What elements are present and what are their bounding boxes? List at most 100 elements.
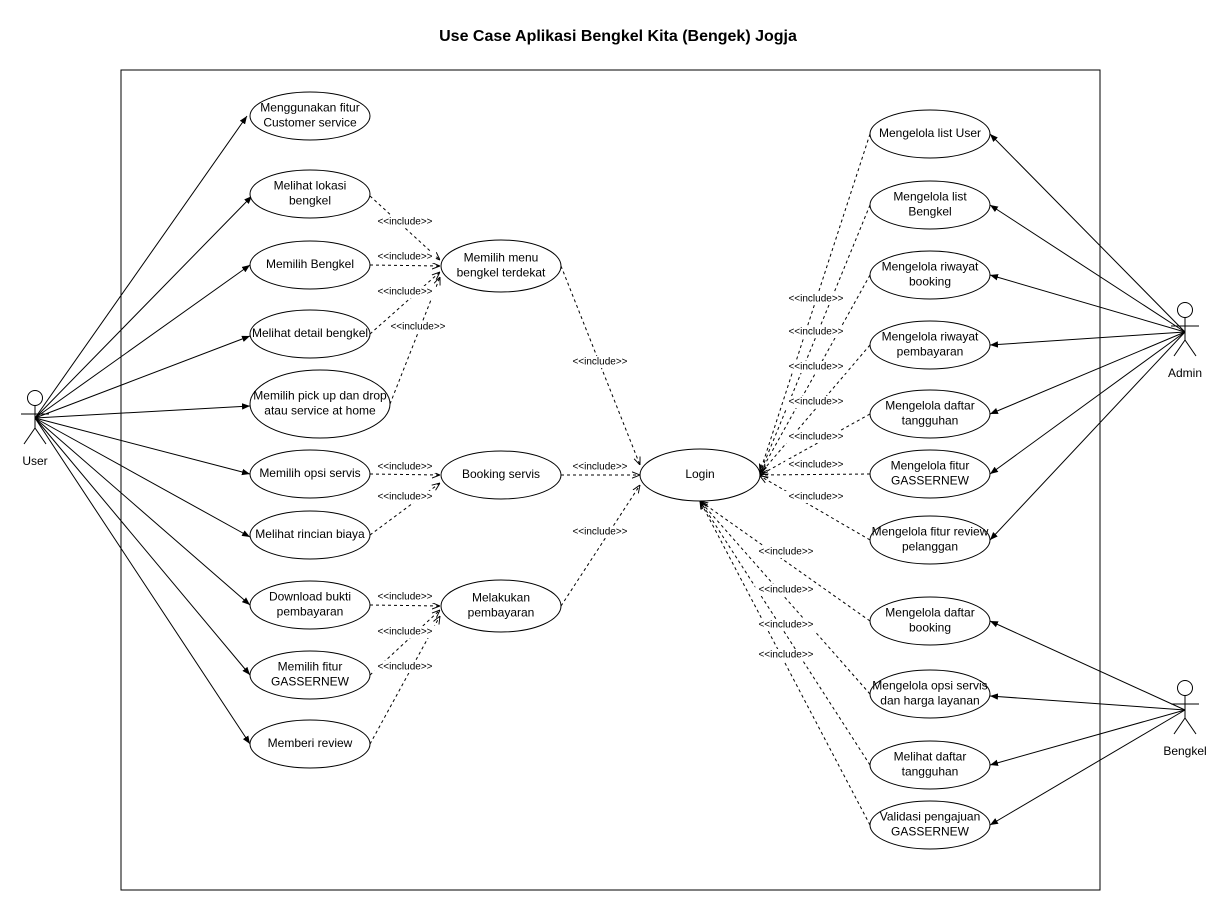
use-case-label: Memilih menu (464, 251, 539, 265)
use-case-label: Mengelola daftar (885, 399, 974, 413)
include-edge-a_gasser-login (760, 474, 871, 475)
use-case-opsi[interactable]: Memilih opsi servis (249, 449, 371, 499)
use-case-label: bengkel (289, 194, 331, 208)
use-case-ellipse (869, 389, 991, 439)
include-label-bg (374, 251, 436, 263)
include-edge-a_rbayar-login (760, 344, 871, 474)
use-case-label: Mengelola fitur review (872, 525, 989, 539)
association-user-cs (34, 115, 248, 419)
use-case-ellipse (869, 180, 991, 230)
use-case-label: Mengelola riwayat (882, 260, 979, 274)
include-label-bg (374, 461, 436, 473)
use-case-label: Mengelola daftar (885, 606, 974, 620)
include-label-bg (755, 619, 817, 631)
use-case-ellipse (869, 596, 991, 646)
use-case-ellipse (869, 109, 991, 159)
actor-body-icon (1173, 339, 1186, 357)
include-edge-a_user-login (760, 133, 871, 472)
use-case-label: Login (685, 467, 714, 481)
use-case-ellipse (249, 91, 371, 141)
use-case-label: GASSERNEW (891, 825, 970, 839)
use-case-login[interactable]: Login (639, 448, 761, 502)
use-case-label: booking (909, 621, 951, 635)
actor-head-icon (27, 390, 43, 406)
use-case-label: Memilih Bengkel (266, 257, 354, 271)
use-case-label: Memberi review (268, 736, 353, 750)
include-edge-pilih-menu (369, 265, 440, 266)
use-case-ellipse (639, 448, 761, 502)
include-label-a_gasser-login: <<include>> (788, 460, 843, 471)
association-admin-a_rbook (989, 274, 1186, 333)
association-bengkel-b_validasi (989, 709, 1186, 826)
use-case-ellipse (249, 449, 371, 499)
actor-bengkel[interactable]: Bengkel (1163, 680, 1207, 759)
include-label-a_rbook-login: <<include>> (788, 362, 843, 373)
include-label-gasser-bayar: <<include>> (377, 627, 432, 638)
use-case-ellipse (249, 309, 371, 359)
include-label-pickup-menu: <<include>> (390, 322, 445, 333)
use-case-detail[interactable]: Melihat detail bengkel (249, 309, 371, 359)
actor-admin[interactable]: Admin (1168, 302, 1202, 381)
include-label-detail-menu: <<include>> (377, 287, 432, 298)
include-label-bg (374, 216, 436, 228)
use-case-label: Booking servis (462, 467, 540, 481)
actor-body-icon (23, 427, 36, 445)
use-case-ellipse (869, 250, 991, 300)
include-label-bg (755, 546, 817, 558)
use-case-ellipse (249, 169, 371, 219)
use-case-label: Mengelola list User (879, 126, 981, 140)
association-admin-a_bengkel (989, 204, 1186, 333)
include-label-bg (374, 661, 436, 673)
include-label-pilih-menu: <<include>> (377, 252, 432, 263)
include-label-bg (569, 356, 631, 368)
include-label-b_opsi-login: <<include>> (758, 585, 813, 596)
use-case-label: GASSERNEW (271, 675, 350, 689)
association-admin-a_tangguh (989, 331, 1186, 415)
association-bengkel-b_tangguh (989, 709, 1186, 766)
use-case-label: Bengkel (908, 205, 951, 219)
use-case-a_user[interactable]: Mengelola list User (869, 109, 991, 159)
actor-user[interactable]: User (21, 390, 49, 469)
use-case-ellipse (249, 650, 371, 700)
use-case-label: Melihat lokasi (274, 179, 347, 193)
use-case-ellipse (869, 800, 991, 850)
use-case-label: tangguhan (902, 765, 959, 779)
use-case-label: Mengelola fitur (891, 459, 970, 473)
actor-label: Admin (1168, 366, 1202, 380)
include-label-bg (387, 321, 449, 333)
use-case-label: dan harga layanan (880, 694, 979, 708)
actor-body-icon (1173, 717, 1186, 735)
use-case-pilih[interactable]: Memilih Bengkel (249, 240, 371, 290)
include-label-booking-login: <<include>> (572, 462, 627, 473)
use-case-label: tangguhan (902, 414, 959, 428)
use-case-label: Download bukti (269, 590, 351, 604)
include-label-menu-login: <<include>> (572, 357, 627, 368)
use-case-label: Mengelola list (893, 190, 967, 204)
use-case-booking[interactable]: Booking servis (440, 450, 562, 500)
include-edge-opsi-booking (369, 474, 440, 475)
use-case-review[interactable]: Memberi review (249, 719, 371, 769)
include-label-a_tangguh-login: <<include>> (788, 432, 843, 443)
include-edge-download-bayar (369, 605, 440, 606)
include-label-lokasi-menu: <<include>> (377, 217, 432, 228)
use-case-label: GASSERNEW (891, 474, 970, 488)
use-case-rincian[interactable]: Melihat rincian biaya (249, 510, 371, 560)
